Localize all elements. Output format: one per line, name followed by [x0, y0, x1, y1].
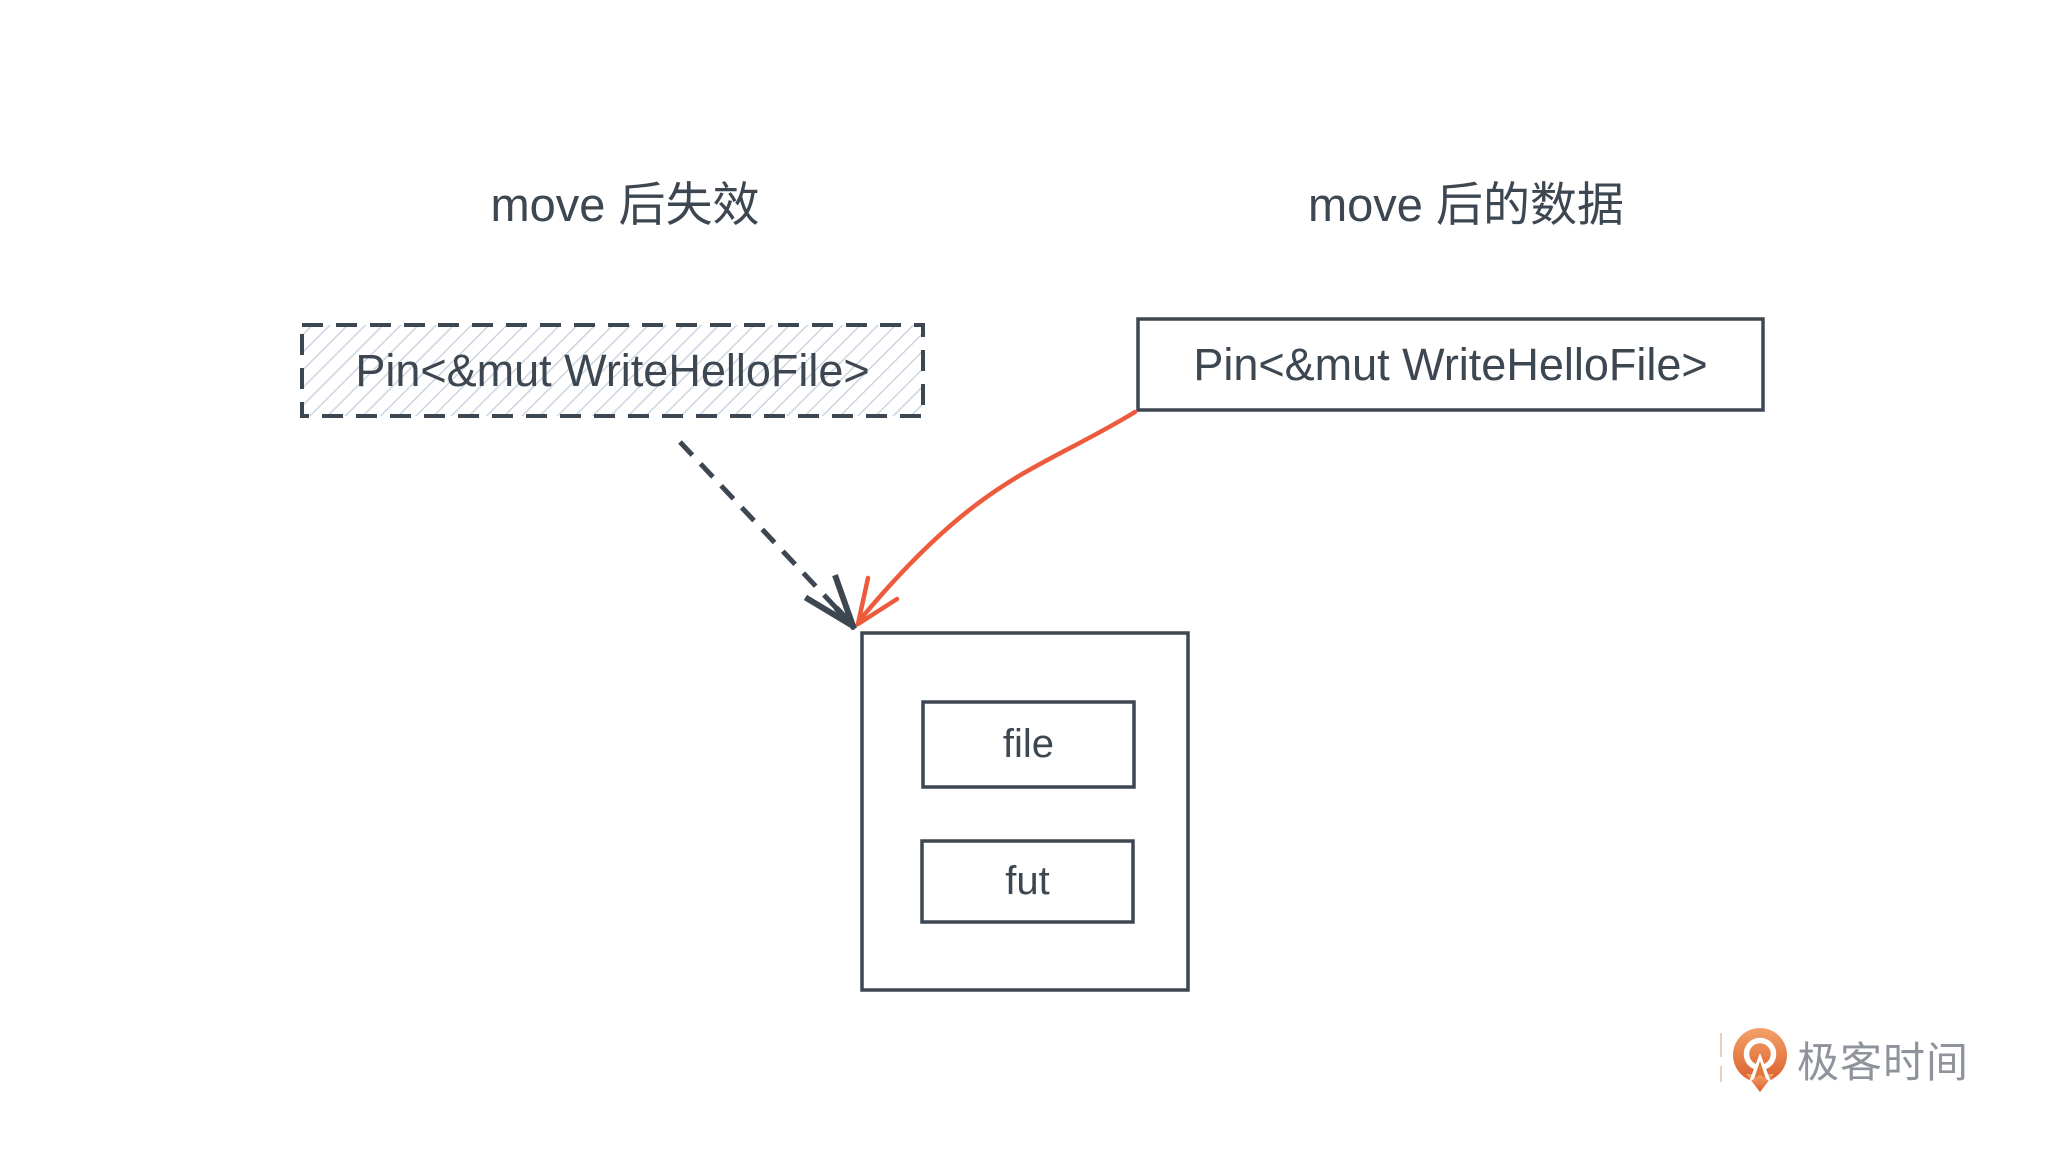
moved-box-label: Pin<&mut WriteHelloFile>: [1193, 338, 1708, 390]
field-label-fut: fut: [1005, 859, 1050, 903]
move-arrow: [856, 409, 1138, 624]
title-move-data: move 后的数据: [1308, 178, 1624, 231]
field-box-file-outline: [921, 700, 1136, 789]
title-move-invalidated: move 后失效: [490, 178, 760, 231]
dashed-arrow-head: [803, 574, 858, 631]
dashed-arrow: [678, 440, 842, 614]
field-box-fut-outline: [920, 839, 1135, 924]
geektime-logo-icon: [1733, 1028, 1787, 1092]
invalidated-box-label: Pin<&mut WriteHelloFile>: [355, 344, 870, 396]
move-arrow-head: [855, 575, 900, 627]
geektime-logo-text: 极客时间: [1797, 1038, 1970, 1086]
field-label-file: file: [1002, 722, 1055, 766]
moved-box-outline: [1136, 317, 1765, 412]
invalidated-box-outline: [300, 323, 925, 418]
struct-box-outline: [860, 631, 1190, 992]
